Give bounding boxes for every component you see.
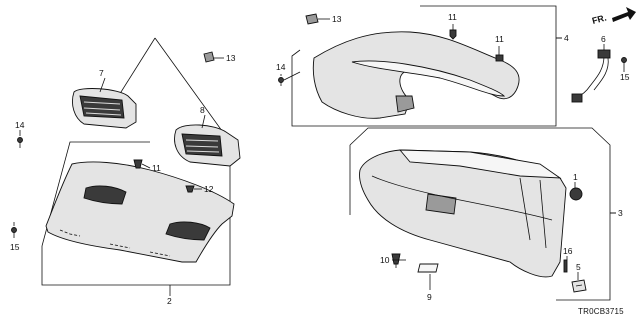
callout-numbers: 7 8 13 13 11 11 11 4 6 15 14 14 12 15 2 … xyxy=(10,12,630,306)
accessory-socket-harness xyxy=(571,49,611,103)
callout-13-vent: 13 xyxy=(226,53,236,63)
clip-11-upper-right xyxy=(495,46,504,62)
pin-16 xyxy=(563,259,568,273)
air-vent-left xyxy=(72,88,137,129)
callout-16: 16 xyxy=(563,246,573,256)
callout-11-lower: 11 xyxy=(152,163,161,173)
clip-11-upper-left xyxy=(449,24,457,40)
callout-11-upper-right: 11 xyxy=(495,34,504,44)
callout-15-left: 15 xyxy=(10,242,20,252)
front-direction-indicator: FR. xyxy=(591,7,636,26)
diagram-code: TR0CB3715 xyxy=(578,307,624,316)
callout-11-upper: 11 xyxy=(448,12,457,22)
callout-14-left: 14 xyxy=(15,120,25,130)
callout-14-upper: 14 xyxy=(276,62,286,72)
upper-cover-panel xyxy=(312,31,520,119)
callout-4: 4 xyxy=(564,33,569,43)
callout-5: 5 xyxy=(576,262,581,272)
clip-12 xyxy=(185,185,202,193)
callout-15-right: 15 xyxy=(620,72,630,82)
clip-13-vent xyxy=(203,51,224,63)
callout-10: 10 xyxy=(380,255,390,265)
callout-8: 8 xyxy=(200,105,205,115)
callout-2: 2 xyxy=(167,296,172,306)
clip-13-upper xyxy=(305,13,330,25)
screw-15-left xyxy=(11,227,17,238)
screw-14-upper xyxy=(278,71,301,86)
front-direction-arrow-icon xyxy=(612,7,636,22)
damper-1 xyxy=(569,187,583,201)
air-vent-center xyxy=(174,124,241,167)
leader-lines xyxy=(13,37,625,296)
callout-1: 1 xyxy=(573,172,578,182)
lower-garnish-panel xyxy=(45,161,235,263)
clip-11-lower xyxy=(133,159,151,169)
latch-5 xyxy=(571,279,587,293)
clip-10 xyxy=(391,253,401,268)
glove-box-assembly xyxy=(359,149,567,278)
callout-3: 3 xyxy=(618,208,623,218)
front-direction-label: FR. xyxy=(591,13,608,26)
callout-12: 12 xyxy=(204,184,214,194)
callout-13-upper: 13 xyxy=(332,14,342,24)
callout-6: 6 xyxy=(601,34,606,44)
callout-9: 9 xyxy=(427,292,432,302)
screw-14-left xyxy=(17,137,23,148)
screw-15-right xyxy=(621,57,627,68)
label-9 xyxy=(417,263,439,273)
callout-7: 7 xyxy=(99,68,104,78)
